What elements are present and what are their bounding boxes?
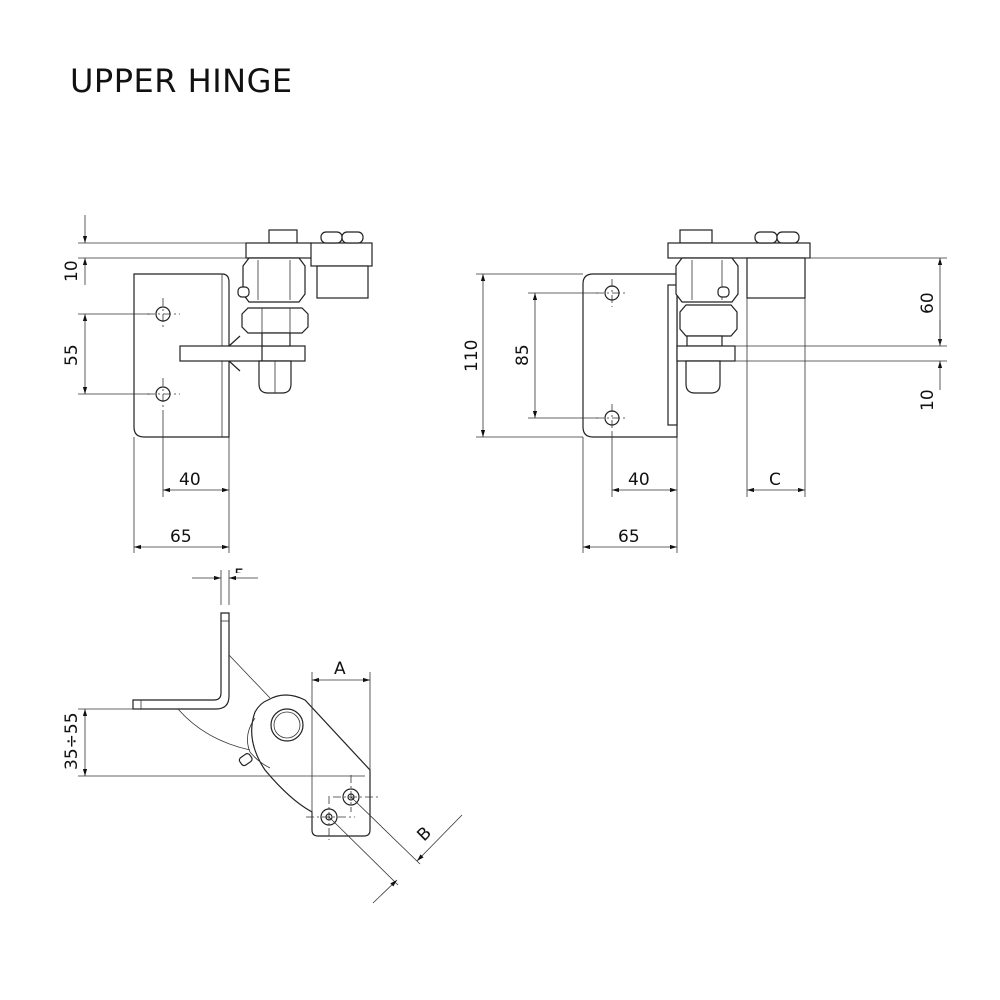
dim-thickness-label: 5 bbox=[234, 566, 245, 586]
top-bolt-head bbox=[268, 229, 298, 244]
page-title: UPPER HINGE bbox=[70, 62, 293, 100]
cap-screw bbox=[776, 231, 800, 244]
dim-holes-label: 85 bbox=[513, 344, 533, 366]
side-block bbox=[316, 265, 369, 299]
bolt-head bbox=[270, 708, 304, 742]
dim-top-label: 10 bbox=[62, 260, 82, 282]
grease-nipple bbox=[237, 286, 250, 298]
top-view: 5 35÷55 A B bbox=[62, 566, 463, 904]
l-bracket bbox=[132, 612, 230, 710]
grease-nipple bbox=[238, 753, 253, 767]
dim-height-label: 110 bbox=[462, 340, 482, 372]
shaft bbox=[686, 335, 723, 347]
hex-nut bbox=[242, 257, 306, 303]
grease-nipple bbox=[717, 286, 730, 298]
front-view: 10 55 40 65 bbox=[62, 215, 373, 553]
cap-screw bbox=[341, 231, 364, 244]
bracket-plate bbox=[582, 273, 678, 438]
plate-edge bbox=[667, 284, 678, 426]
dim-width-label: 65 bbox=[618, 527, 640, 547]
lower-nut bbox=[685, 360, 721, 394]
dim-holes-label: 55 bbox=[62, 344, 82, 366]
arm-hole bbox=[342, 788, 360, 806]
dim-c-label: C bbox=[769, 470, 781, 490]
side-block bbox=[746, 257, 806, 299]
dim-hole-offset-label: 40 bbox=[179, 470, 201, 490]
top-plate bbox=[245, 242, 313, 259]
side-block-top bbox=[310, 242, 373, 267]
side-view: 110 85 60 10 40 65 C bbox=[462, 229, 947, 553]
hinge-arm bbox=[676, 345, 736, 362]
dim-a-label: A bbox=[334, 659, 346, 679]
lock-nut bbox=[679, 304, 738, 337]
dim-hole-offset-label: 40 bbox=[628, 470, 650, 490]
dim-10-label: 10 bbox=[918, 389, 938, 411]
shaft bbox=[261, 332, 291, 347]
dim-b-label: B bbox=[413, 823, 435, 845]
hinge-arm bbox=[179, 345, 306, 362]
dim-width-label: 65 bbox=[170, 527, 192, 547]
lock-nut bbox=[241, 307, 309, 334]
hinge-arm bbox=[251, 694, 371, 837]
cap-screw bbox=[320, 231, 343, 244]
top-plate bbox=[667, 242, 811, 259]
dim-range-label: 35÷55 bbox=[62, 712, 82, 770]
dim-60-label: 60 bbox=[918, 292, 938, 314]
top-bolt-head bbox=[679, 229, 713, 244]
cap-screw bbox=[754, 231, 778, 244]
